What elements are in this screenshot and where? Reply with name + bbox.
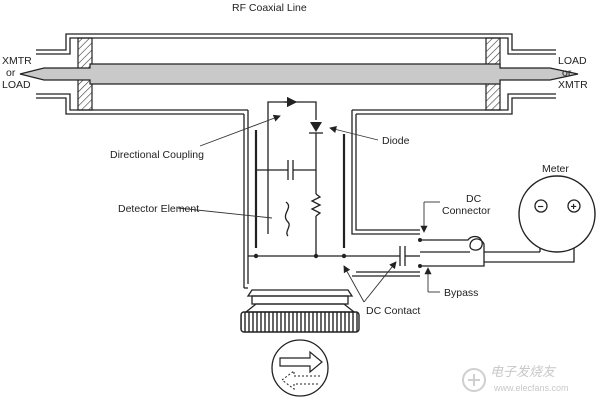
dc-contact-label: DC Contact — [366, 305, 420, 317]
watermark-text: 电子发烧友 — [490, 364, 557, 379]
left-label-or: or — [6, 67, 16, 79]
meter-label: Meter — [542, 163, 569, 175]
detector-element-symbol — [284, 201, 290, 237]
bypass-label: Bypass — [444, 287, 478, 299]
center-conductor — [19, 63, 579, 85]
right-label-load: LOAD — [558, 55, 587, 67]
coaxial-line — [19, 33, 579, 115]
diode-symbol — [310, 122, 322, 132]
left-label-load: LOAD — [2, 79, 31, 91]
dc-connector-label-line1: DC — [466, 193, 482, 205]
forward-arrow-icon — [279, 350, 323, 374]
meter-minus-symbol: − — [538, 201, 544, 213]
diode-label: Diode — [382, 135, 410, 147]
detector-housing — [240, 110, 420, 333]
right-label-or: or — [562, 67, 572, 79]
right-label-xmtr: XMTR — [558, 79, 588, 91]
reverse-arrow-icon — [281, 370, 320, 390]
knurled-connector — [240, 311, 360, 333]
directional-coupling-label: Directional Coupling — [110, 149, 204, 161]
detector-element-label: Detector Element — [118, 203, 199, 215]
meter-plus-terminal — [567, 199, 581, 213]
dc-connector-label-line2: Connector — [442, 205, 491, 217]
detector-circuit — [248, 96, 422, 268]
leader-lines — [177, 114, 440, 303]
watermark: 电子发烧友 www.elecfans.com — [462, 364, 569, 393]
watermark-url: www.elecfans.com — [493, 383, 569, 393]
meter-minus-terminal — [534, 199, 548, 213]
meter: − + Meter — [518, 163, 596, 253]
direction-indicator — [271, 339, 329, 397]
meter-plus-symbol: + — [571, 201, 577, 213]
left-label-xmtr: XMTR — [2, 55, 32, 67]
title-label: RF Coaxial Line — [232, 2, 307, 14]
meter-cable — [420, 208, 575, 267]
meter-body — [518, 175, 596, 253]
